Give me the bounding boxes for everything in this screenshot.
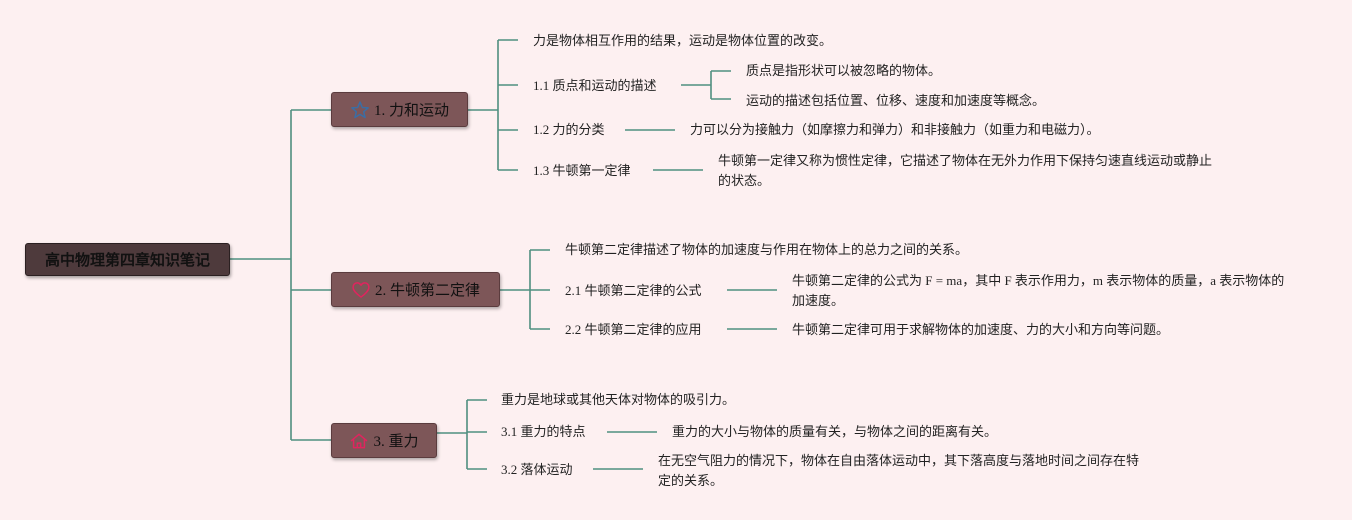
leaf-text: 重力的大小与物体的质量有关，与物体之间的距离有关。 <box>672 424 998 439</box>
branch-newton-second-law[interactable]: 2. 牛顿第二定律 <box>331 272 500 307</box>
branch-title: 1. 力和运动 <box>373 103 449 119</box>
heart-icon <box>351 280 371 300</box>
subtopic-label[interactable]: 1.1 质点和运动的描述 <box>533 78 657 93</box>
subtopic-label[interactable]: 2.2 牛顿第二定律的应用 <box>565 322 702 337</box>
branch-title: 3. 重力 <box>373 434 419 450</box>
subtopic-label[interactable]: 3.1 重力的特点 <box>501 424 586 439</box>
star-icon <box>350 100 370 120</box>
branch-force-and-motion[interactable]: 1. 力和运动 <box>331 92 468 127</box>
leaf-text: 力是物体相互作用的结果，运动是物体位置的改变。 <box>533 33 833 48</box>
leaf-text: 力可以分为接触力（如摩擦力和弹力）和非接触力（如重力和电磁力）。 <box>690 122 1100 137</box>
leaf-text: 在无空气阻力的情况下，物体在自由落体运动中，其下落高度与落地时间之间存在特定的关… <box>658 453 1140 488</box>
subtopic-label[interactable]: 3.2 落体运动 <box>501 462 573 477</box>
leaf-text: 重力是地球或其他天体对物体的吸引力。 <box>501 392 736 407</box>
branch-title: 2. 牛顿第二定律 <box>374 283 480 299</box>
subtopic-label[interactable]: 2.1 牛顿第二定律的公式 <box>565 283 702 298</box>
leaf-text: 质点是指形状可以被忽略的物体。 <box>746 63 942 78</box>
leaf-text: 运动的描述包括位置、位移、速度和加速度等概念。 <box>746 93 1046 108</box>
home-icon <box>349 431 369 451</box>
leaf-text: 牛顿第二定律描述了物体的加速度与作用在物体上的总力之间的关系。 <box>565 242 969 257</box>
leaf-text: 牛顿第二定律可用于求解物体的加速度、力的大小和方向等问题。 <box>792 322 1170 337</box>
subtopic-label[interactable]: 1.2 力的分类 <box>533 122 605 137</box>
root-topic[interactable]: 高中物理第四章知识笔记 <box>25 243 230 276</box>
subtopic-label[interactable]: 1.3 牛顿第一定律 <box>533 163 631 178</box>
branch-gravity[interactable]: 3. 重力 <box>331 423 437 458</box>
leaf-text: 牛顿第二定律的公式为 F = ma，其中 F 表示作用力，m 表示物体的质量，a… <box>792 273 1285 308</box>
root-title: 高中物理第四章知识笔记 <box>44 253 210 269</box>
leaf-text: 牛顿第一定律又称为惯性定律，它描述了物体在无外力作用下保持匀速直线运动或静止的状… <box>718 153 1213 188</box>
